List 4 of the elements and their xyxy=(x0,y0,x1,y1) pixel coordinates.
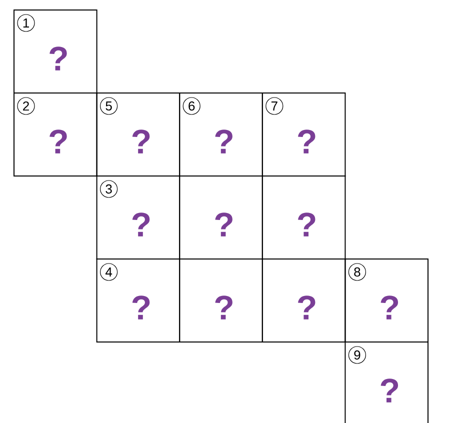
net-cell: ? xyxy=(262,176,346,260)
net-cell: ? xyxy=(262,258,346,342)
net-cell: ? xyxy=(179,258,263,342)
net-cell: ? xyxy=(179,176,263,260)
